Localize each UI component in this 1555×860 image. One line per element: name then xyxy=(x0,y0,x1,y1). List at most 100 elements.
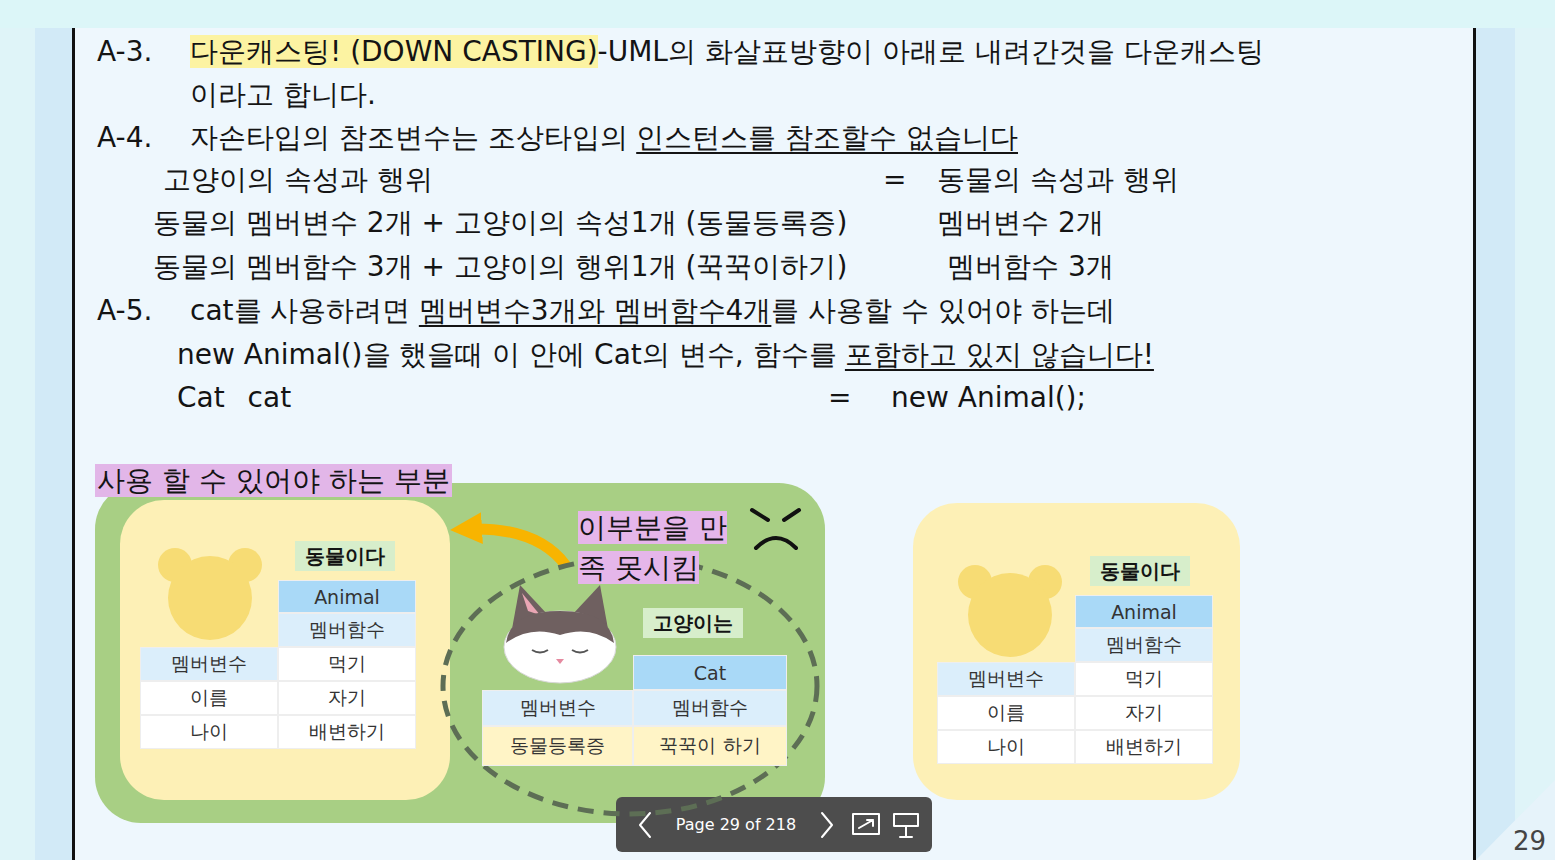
note-text: new Animal()을 했을때 이 안에 Cat의 변수, 함수를 xyxy=(177,338,837,371)
text-line: new Animal(); xyxy=(891,376,1086,419)
cell-text: 먹기 xyxy=(1125,666,1163,692)
step-number: A-5. xyxy=(97,294,152,327)
table-cell: 동물등록증 xyxy=(482,726,633,766)
cell-text: 나이 xyxy=(987,734,1025,760)
table-cell: 멤버변수 xyxy=(140,647,278,681)
text-line: new Animal()을 했을때 이 안에 Cat의 변수, 함수를포함하고 … xyxy=(177,333,1154,376)
note-text: 멤버변수 2개 xyxy=(937,206,1104,239)
face-eye xyxy=(784,510,799,520)
frame-line xyxy=(72,28,75,860)
class-box: 동물이다 Animal 멤버함수멤버변수 먹기이름 자기나이 배변하기 xyxy=(913,503,1240,800)
text-line: 고양이의 속성과 행위 xyxy=(163,158,433,201)
text-line: 동물의 속성과 행위 xyxy=(937,158,1179,201)
cell-text: Cat xyxy=(694,662,726,684)
text-line: Cat cat xyxy=(177,376,291,419)
cat-ear-inner xyxy=(522,593,540,615)
cell-text: Animal xyxy=(314,586,380,608)
cell-text: 멤버변수 xyxy=(968,666,1044,692)
table-cell: 이름 xyxy=(937,696,1075,730)
bear-shape xyxy=(958,565,1062,657)
face-eye xyxy=(752,510,768,520)
cell-text: 나이 xyxy=(190,719,228,745)
table-cell: Animal xyxy=(278,580,416,613)
table-cell: 자기 xyxy=(1075,696,1213,730)
note-text: 포함하고 있지 않습니다! xyxy=(845,338,1154,371)
next-icon xyxy=(822,813,832,837)
presenter-icon xyxy=(900,826,912,837)
step-number: A-4. xyxy=(97,121,152,154)
presenter-icon xyxy=(894,814,918,826)
note-text: 멤버함수 3개 xyxy=(947,250,1114,283)
cell-text: 멤버함수 xyxy=(309,617,385,643)
cell-text: 멤버변수 xyxy=(520,695,596,721)
cell-text: 꾹꾹이 하기 xyxy=(659,733,760,759)
table-cell: 멤버함수 xyxy=(278,613,416,647)
class-box: 동물이다Animal멤버함수멤버변수먹기이름자기나이배변하기 xyxy=(120,500,450,800)
cat-head xyxy=(504,611,616,683)
cell-text: 배변하기 xyxy=(309,719,385,745)
nav-holder: Page 29 of 218 xyxy=(661,812,811,838)
cell-text: 자기 xyxy=(328,685,366,711)
table-cell: 배변하기 xyxy=(1075,730,1213,764)
bear-shape xyxy=(158,548,262,640)
note-text: 동물의 멤버변수 2개 + 고양이의 속성1개 (동물등록증) xyxy=(153,206,847,239)
equals-sign: = xyxy=(828,381,851,414)
ring-outline xyxy=(443,558,817,814)
note-text: 동물의 속성과 행위 xyxy=(937,163,1179,196)
cat-nose xyxy=(556,659,564,664)
highlight-text: 다운캐스팅! (DOWN CASTING) xyxy=(190,35,598,68)
equals-sign: = xyxy=(883,163,906,196)
table-cell: 멤버변수 xyxy=(482,690,633,726)
table-cell: Cat xyxy=(633,655,787,690)
table-cell: 멤버함수 xyxy=(633,690,787,726)
cell-text: 이름 xyxy=(190,685,228,711)
text-holder: 동물이다 xyxy=(1090,556,1190,586)
note-text: 인스턴스를 참조할수 없습니다 xyxy=(636,121,1018,154)
curved-arrow xyxy=(462,529,566,566)
page-number-holder: 29 xyxy=(1513,826,1546,856)
page-indicator: Page 29 of 218 xyxy=(676,815,796,834)
cell-text: 멤버함수 xyxy=(672,695,748,721)
table-cell: 나이 xyxy=(140,715,278,749)
callout-text: 이부분을 만족 못시킴 xyxy=(578,511,727,584)
cell-text: 자기 xyxy=(1125,700,1163,726)
code-text: Cat cat xyxy=(177,381,291,414)
callout-holder: 이부분을 만족 못시킴 xyxy=(578,508,743,588)
note-text: 자손타입의 참조변수는 조상타입의 xyxy=(190,121,628,154)
cell-text: 멤버변수 xyxy=(171,651,247,677)
note-text: 동물의 멤버함수 3개 + 고양이의 행위1개 (꾹꾹이하기) xyxy=(153,250,847,283)
cell-text: 멤버함수 xyxy=(1106,632,1182,658)
code-text: new Animal(); xyxy=(891,381,1086,414)
fullscreen-icon xyxy=(859,820,873,828)
table-cell: 나이 xyxy=(937,730,1075,764)
text-line: cat를 사용하려면멤버변수3개와 멤버함수4개를 사용할 수 있어야 하는데 xyxy=(190,289,1115,332)
table-cell: 이름 xyxy=(140,681,278,715)
text-line: 다운캐스팅! (DOWN CASTING)-UML의 화살표방향이 아래로 내려… xyxy=(190,30,1270,116)
table-cell: 자기 xyxy=(278,681,416,715)
table-cell: Animal xyxy=(1075,595,1213,628)
text-line: A-5. xyxy=(97,289,152,332)
text-line: A-4. xyxy=(97,116,152,159)
prev-icon xyxy=(640,813,650,837)
text-line: 멤버함수 3개 xyxy=(947,245,1114,288)
frown-face xyxy=(752,510,799,548)
text-line: 자손타입의 참조변수는 조상타입의인스턴스를 참조할수 없습니다 xyxy=(190,116,1018,159)
text-holder: 동물이다 xyxy=(295,541,395,571)
note-text: 를 사용할 수 있어야 하는데 xyxy=(771,294,1115,327)
fullscreen-icon xyxy=(853,814,879,834)
face-mouth xyxy=(756,538,796,548)
text-line: = xyxy=(828,376,851,419)
dashed-circle: 고양이는 Cat 멤버변수 멤버함수동물등록증 꾹꾹이 하기 xyxy=(440,555,820,817)
class-tag: 고양이는 xyxy=(643,608,743,638)
table-cell: 멤버함수 xyxy=(1075,628,1213,662)
table-cell: 배변하기 xyxy=(278,715,416,749)
cell-text: Animal xyxy=(1111,601,1177,623)
side-band xyxy=(35,28,73,860)
note-text: 멤버변수3개와 멤버함수4개 xyxy=(419,294,772,327)
corner-fold-shape xyxy=(1476,780,1555,860)
page-number: 29 xyxy=(1513,826,1546,856)
step-number: A-3. xyxy=(97,35,152,68)
text-holder: 고양이는 xyxy=(643,608,743,638)
note-text: 고양이의 속성과 행위 xyxy=(163,163,433,196)
table-cell: 멤버변수 xyxy=(937,662,1075,696)
